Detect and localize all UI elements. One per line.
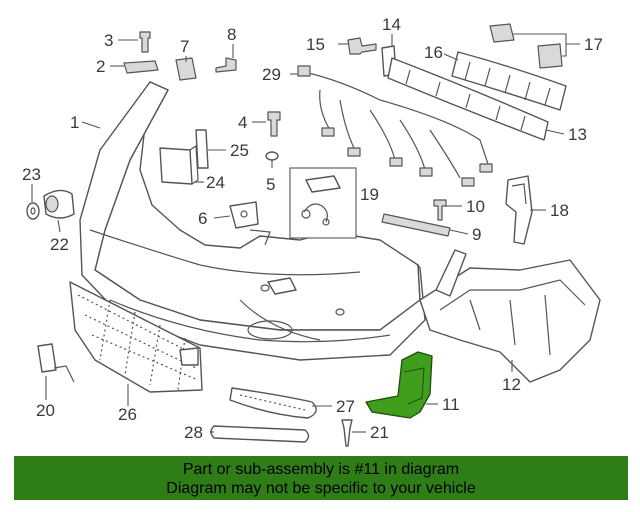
info-banner: Part or sub-assembly is #11 in diagram D… [14, 456, 628, 500]
washer-5[interactable] [265, 151, 279, 161]
bracket-18[interactable] [505, 175, 533, 245]
part-20[interactable] [37, 343, 75, 383]
bolt-15[interactable] [347, 37, 377, 55]
callout-22: 22 [50, 235, 69, 254]
callout-20: 20 [36, 401, 55, 420]
fog-grille[interactable] [229, 387, 317, 419]
callout-29: 29 [262, 65, 281, 84]
sensor-holder-19[interactable] [301, 175, 341, 226]
callout-25: 25 [230, 141, 249, 160]
callout-23: 23 [22, 165, 41, 184]
callout-5: 5 [266, 175, 275, 194]
highlighted-part-11[interactable] [365, 351, 433, 419]
leader-lines [31, 33, 580, 433]
callout-1: 1 [70, 113, 79, 132]
clips-17[interactable] [489, 23, 563, 69]
mount-bracket-12[interactable] [419, 249, 601, 383]
callout-10: 10 [466, 197, 485, 216]
lower-grille[interactable] [69, 281, 203, 393]
clip-7[interactable] [175, 57, 197, 81]
parts-diagram: 1 2 3 4 5 6 7 8 9 10 11 12 13 14 15 16 1… [22, 15, 603, 447]
screw-8[interactable] [215, 57, 237, 73]
callout-17: 17 [584, 35, 603, 54]
callout-9: 9 [472, 225, 481, 244]
impact-bar[interactable] [387, 57, 549, 141]
screw-10[interactable] [433, 199, 447, 221]
callout-8: 8 [227, 25, 236, 44]
callout-13: 13 [568, 125, 587, 144]
park-sensor[interactable] [43, 189, 75, 219]
callout-12: 12 [502, 375, 521, 394]
callout-28: 28 [184, 423, 203, 442]
trim-strip[interactable] [210, 425, 310, 443]
bracket-2[interactable] [123, 60, 159, 74]
banner-line-1: Part or sub-assembly is #11 in diagram [182, 461, 460, 478]
energy-absorber[interactable] [451, 51, 567, 111]
bumper-cover[interactable] [79, 81, 426, 361]
callout-6: 6 [198, 209, 207, 228]
callout-11: 11 [442, 395, 460, 414]
wiring-harness[interactable] [297, 65, 493, 187]
callout-16: 16 [424, 43, 443, 62]
bracket-25[interactable] [195, 129, 209, 169]
sensor-ring[interactable] [26, 202, 40, 220]
callout-2: 2 [96, 57, 105, 76]
bolt-4[interactable] [267, 111, 281, 137]
callout-14: 14 [382, 15, 401, 34]
control-module[interactable] [159, 144, 199, 185]
bolt-3[interactable] [139, 31, 151, 53]
callout-21: 21 [370, 423, 389, 442]
bracket-6[interactable] [229, 201, 259, 229]
push-pin[interactable] [341, 419, 353, 447]
callout-26: 26 [118, 405, 137, 424]
strip-9[interactable] [381, 213, 451, 237]
callout-4: 4 [238, 113, 247, 132]
callout-27: 27 [336, 397, 355, 416]
callout-15: 15 [306, 35, 325, 54]
callout-3: 3 [104, 31, 113, 50]
callout-18: 18 [550, 201, 569, 220]
callout-24: 24 [206, 173, 225, 192]
banner-line-2: Diagram may not be specific to your vehi… [166, 480, 476, 497]
callout-7: 7 [180, 37, 189, 56]
callout-19: 19 [360, 185, 379, 204]
